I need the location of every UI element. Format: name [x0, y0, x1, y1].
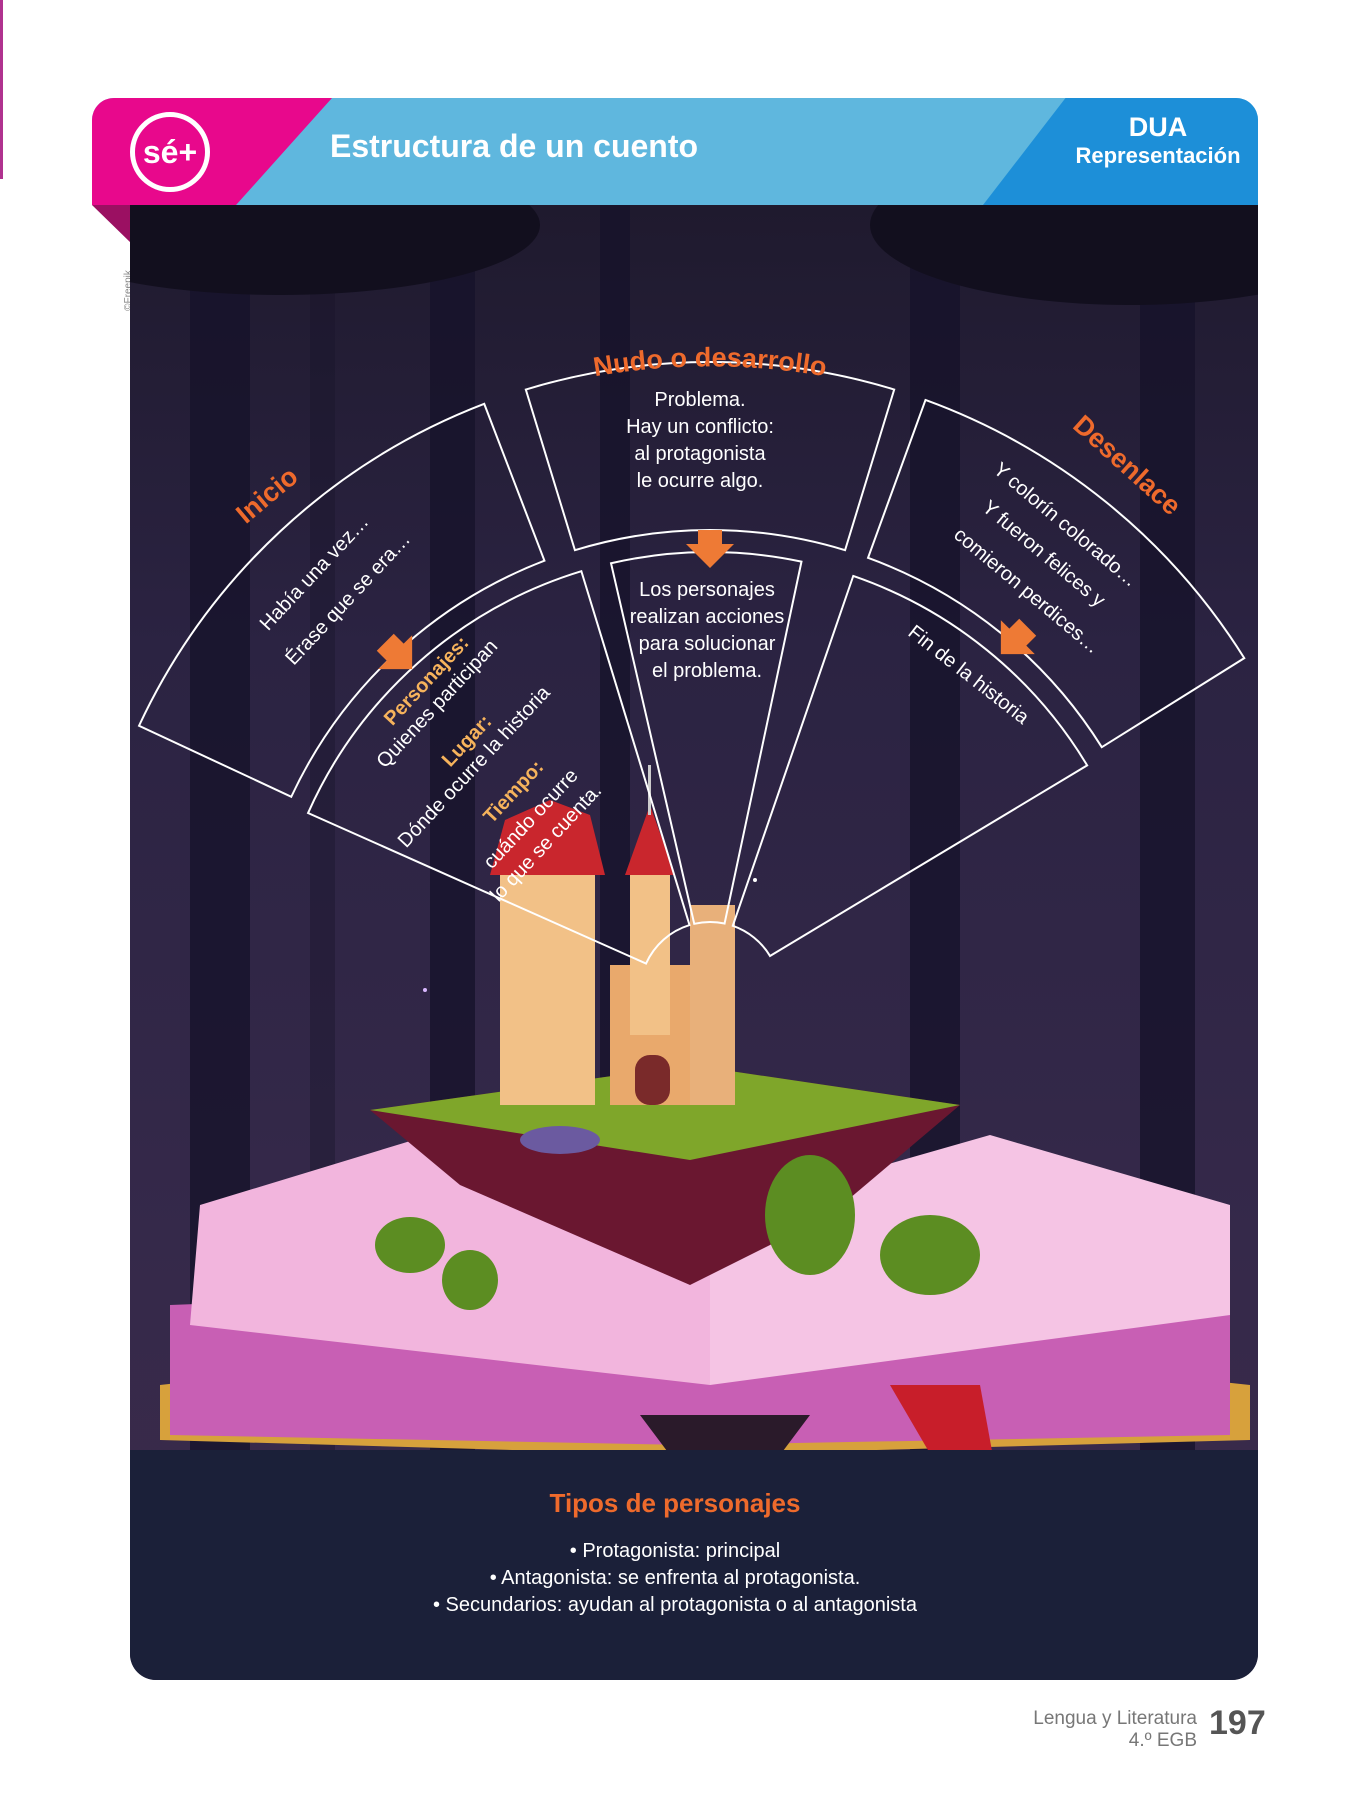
footer-subject: Lengua y Literatura [1033, 1708, 1197, 1729]
nudo-problem-text: Problema. Hay un conflicto: al protagoni… [570, 387, 830, 495]
story-structure-fan: Nudo o desarrollo [137, 342, 1246, 965]
header-fold [92, 205, 133, 245]
tipo-item: • Protagonista: principal [569, 1540, 781, 1562]
tipos-title: Tipos de personajes [549, 1488, 801, 1518]
forest-book-illustration [130, 205, 1258, 1505]
nudo-line: Problema. [654, 389, 746, 411]
dua-subtitle: Representación [1075, 143, 1241, 168]
arrow-down-icon [686, 530, 734, 568]
castle [490, 765, 735, 1105]
nudo-actions-text: Los personajes realizan acciones para so… [577, 577, 837, 685]
inicio-inner-sector [306, 569, 691, 965]
section-header: sé+ Estructura de un cuento DUA Represen… [92, 98, 1258, 205]
se-plus-logo: sé+ [130, 112, 210, 192]
canopy-right [870, 205, 1258, 305]
tipo-item: • Antagonista: se enfrenta al protagonis… [489, 1567, 861, 1589]
tipo-item: • Secundarios: ayudan al protagonista o … [432, 1594, 917, 1616]
inicio-outer-sector [137, 402, 546, 799]
floating-island [370, 1065, 980, 1310]
desenlace-outer-sector [866, 398, 1246, 749]
desenlace-inner-sector [731, 574, 1089, 958]
nudo-inner-sector [609, 551, 803, 925]
characters-section [130, 1450, 1258, 1680]
canopy-left [130, 205, 540, 295]
nudo-line: realizan acciones [629, 606, 785, 628]
dua-badge: DUA Representación [1058, 112, 1258, 169]
page-edge-line [0, 0, 3, 179]
dua-title: DUA [1128, 112, 1188, 142]
arrow-down-icon [376, 633, 413, 670]
nudo-line: le ocurre algo. [636, 470, 764, 492]
footer-grade: 4.º EGB [1128, 1730, 1197, 1751]
nudo-line: Hay un conflicto: [626, 416, 774, 438]
nudo-line: el problema. [651, 660, 763, 682]
arrow-down-icon [1000, 618, 1037, 655]
nudo-title: Nudo o desarrollo [591, 342, 829, 382]
page-title: Estructura de un cuento [330, 128, 699, 164]
illustration-panel: Nudo o desarrollo Inicio Había una vez… … [130, 205, 1258, 1680]
nudo-line: Los personajes [639, 579, 775, 601]
nudo-line: para solucionar [638, 633, 776, 655]
page-number: 197 [1209, 1704, 1266, 1742]
nudo-outer-sector [524, 361, 896, 552]
nudo-line: al protagonista [634, 443, 766, 465]
header-pink-block [92, 98, 332, 205]
